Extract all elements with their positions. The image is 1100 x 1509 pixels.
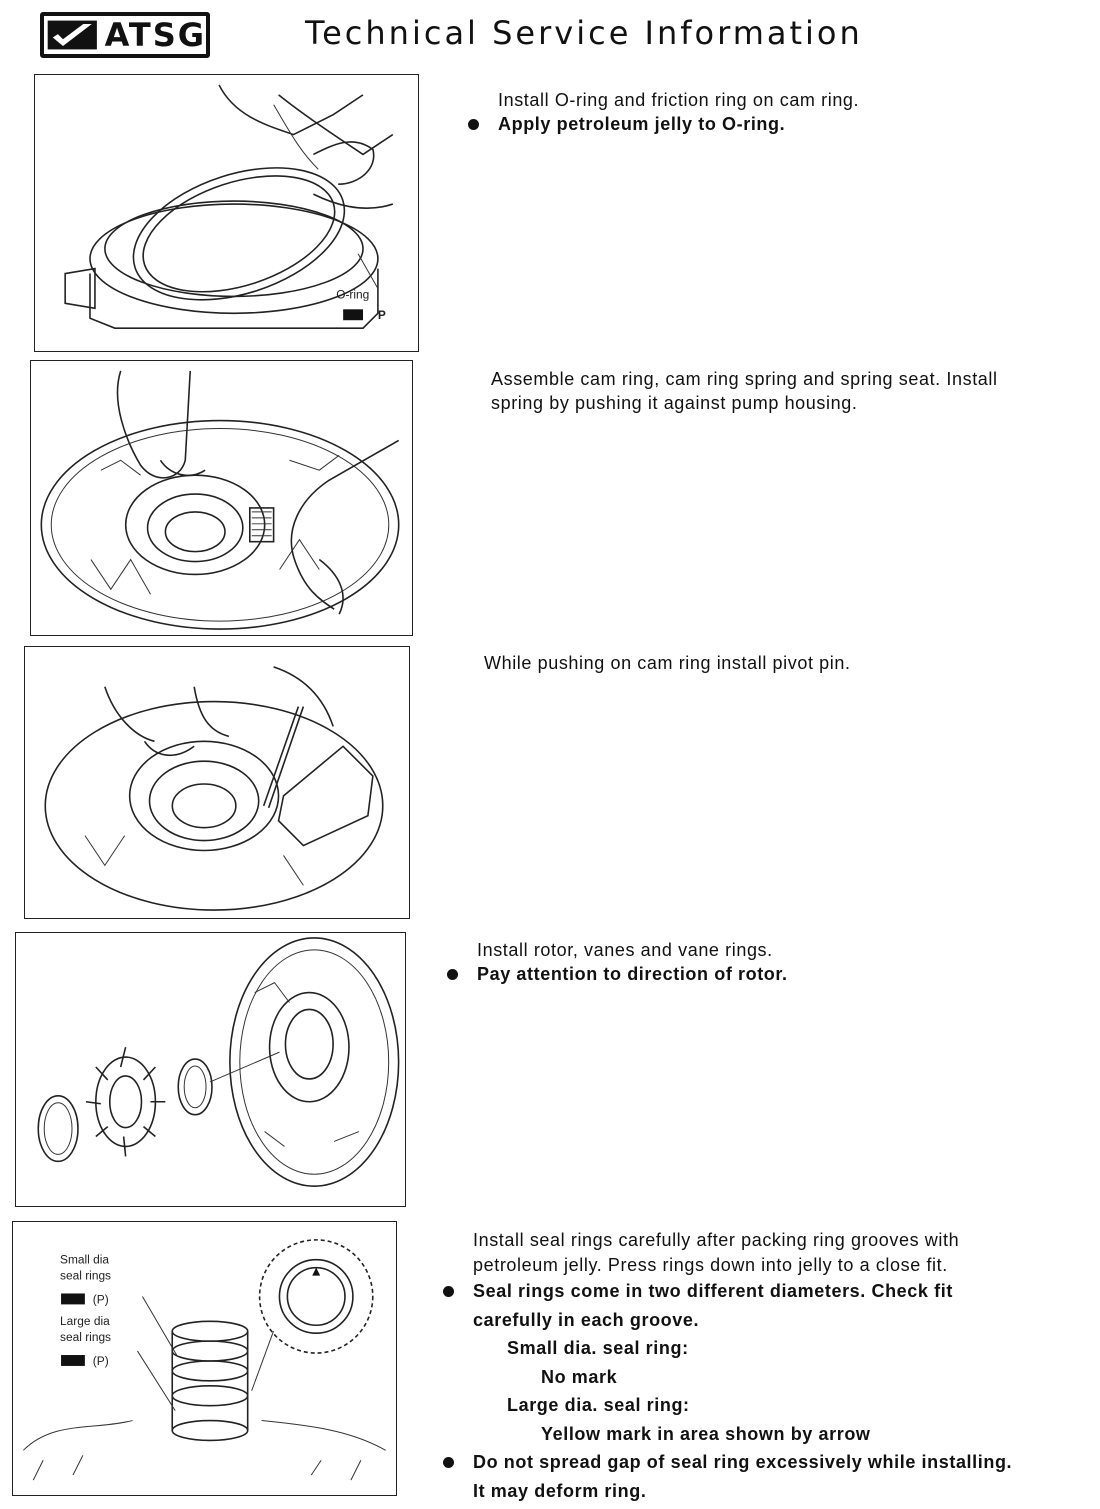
oring-label: O-ring <box>336 287 369 301</box>
large-seal-jelly-label: (P) <box>93 1354 109 1368</box>
petroleum-jelly-icon <box>343 309 364 321</box>
oring-illustration: O-ring P <box>64 84 394 329</box>
figure-pivot-pin-install <box>24 646 410 919</box>
logo-text: ATSG <box>104 16 206 54</box>
checkmark-logo-icon <box>47 20 97 50</box>
figure-seal-rings: Small dia seal rings (P) Large dia seal … <box>12 1221 397 1496</box>
rotor-illustration <box>37 937 400 1187</box>
seal-ring-illustration: Small dia seal rings (P) Large dia seal … <box>22 1239 386 1481</box>
step4-text: Install rotor, vanes and vane rings. Pay… <box>447 938 1087 986</box>
large-seal-label-2: seal rings <box>60 1330 111 1344</box>
figure-cam-ring-assembly <box>30 360 413 636</box>
page-title: Technical Service Information <box>305 14 863 52</box>
step3-instruction: While pushing on cam ring install pivot … <box>484 653 851 673</box>
step5-bullet1-line2: carefully in each groove. <box>473 1309 700 1330</box>
step2-text: Assemble cam ring, cam ring spring and s… <box>491 367 1091 415</box>
large-jelly-icon <box>61 1355 85 1366</box>
step4-instruction: Install rotor, vanes and vane rings. <box>477 940 773 960</box>
small-jelly-icon <box>61 1293 85 1305</box>
small-seal-jelly-label: (P) <box>93 1292 109 1306</box>
small-seal-label-2: seal rings <box>60 1269 111 1283</box>
atsg-logo: ATSG <box>40 12 210 58</box>
step5-instruction-line1: Install seal rings carefully after packi… <box>473 1230 960 1250</box>
step4-bullet: Pay attention to direction of rotor. <box>447 962 1087 986</box>
step5-bullet2-line1: Do not spread gap of seal ring excessive… <box>443 1450 1083 1475</box>
step1-instruction: Install O-ring and friction ring on cam … <box>498 90 860 110</box>
step1-bullet: Apply petroleum jelly to O-ring. <box>468 112 1088 136</box>
step2-instruction-line2: spring by pushing it against pump housin… <box>491 393 858 413</box>
large-seal-label-1: Large dia <box>60 1314 110 1328</box>
step5-instruction-line2: petroleum jelly. Press rings down into j… <box>473 1254 948 1275</box>
large-seal-value: Yellow mark in area shown by arrow <box>541 1423 871 1444</box>
page-header: ATSG Technical Service Information <box>0 0 1100 70</box>
small-seal-label-1: Small dia <box>60 1253 109 1267</box>
large-seal-heading: Large dia. seal ring: <box>507 1395 690 1415</box>
petroleum-jelly-label: P <box>378 308 386 322</box>
pivot-pin-illustration <box>44 666 384 911</box>
figure-rotor-install <box>15 932 406 1207</box>
step5-text: Install seal rings carefully after packi… <box>443 1228 1083 1503</box>
step5-bullet2-line2: It may deform ring. <box>473 1480 647 1501</box>
step3-text: While pushing on cam ring install pivot … <box>484 651 1084 675</box>
step1-text: Install O-ring and friction ring on cam … <box>468 88 1088 136</box>
step2-instruction-line1: Assemble cam ring, cam ring spring and s… <box>491 369 998 389</box>
small-seal-heading: Small dia. seal ring: <box>507 1338 689 1358</box>
small-seal-value: No mark <box>541 1366 618 1387</box>
figure-oring-install: O-ring P <box>34 74 419 352</box>
step5-bullet1-line1: Seal rings come in two different diamete… <box>443 1279 1083 1304</box>
cam-ring-illustration <box>40 370 400 630</box>
